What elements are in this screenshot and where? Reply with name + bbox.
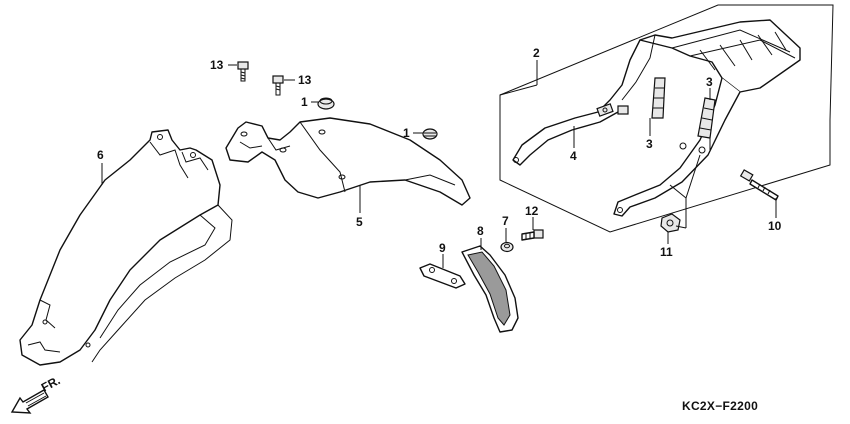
callout-2: 2: [533, 46, 540, 60]
inner-fender: [19, 129, 233, 366]
carrier-group-frame: [499, 4, 834, 233]
callout-5: 5: [356, 215, 363, 229]
leader-lines: [101, 60, 777, 268]
callout-1-lower: 1: [403, 126, 410, 140]
rear-fender: [225, 117, 471, 206]
rubber-pad-left: [651, 77, 666, 119]
screw-12: [521, 229, 544, 241]
grommet-upper: [317, 97, 335, 110]
diagram-code: KC2X−F2200: [682, 399, 758, 413]
callout-3-right: 3: [706, 75, 713, 89]
bolt-10: [739, 169, 779, 201]
callout-6: 6: [97, 148, 104, 162]
bolt-13-right: [272, 75, 284, 96]
callout-1-upper: 1: [301, 95, 308, 109]
callout-8: 8: [477, 224, 484, 238]
nut-11: [660, 213, 681, 233]
callout-13-left: 13: [210, 58, 224, 72]
callout-3-left: 3: [646, 137, 653, 151]
callout-7: 7: [502, 214, 509, 228]
collar-7: [500, 241, 514, 253]
callout-13-right: 13: [298, 73, 312, 87]
callout-10: 10: [768, 219, 782, 233]
rear-carrier: [512, 19, 801, 217]
grommet-lower: [422, 128, 438, 140]
reflector-bracket-9: [419, 263, 466, 289]
front-direction-arrow-icon: [10, 389, 49, 414]
bolt-13-left: [237, 61, 249, 82]
reflector-8: [461, 245, 519, 333]
callout-11: 11: [660, 245, 673, 259]
callout-9: 9: [439, 241, 446, 255]
callout-12: 12: [525, 204, 539, 218]
callout-4: 4: [570, 149, 577, 163]
